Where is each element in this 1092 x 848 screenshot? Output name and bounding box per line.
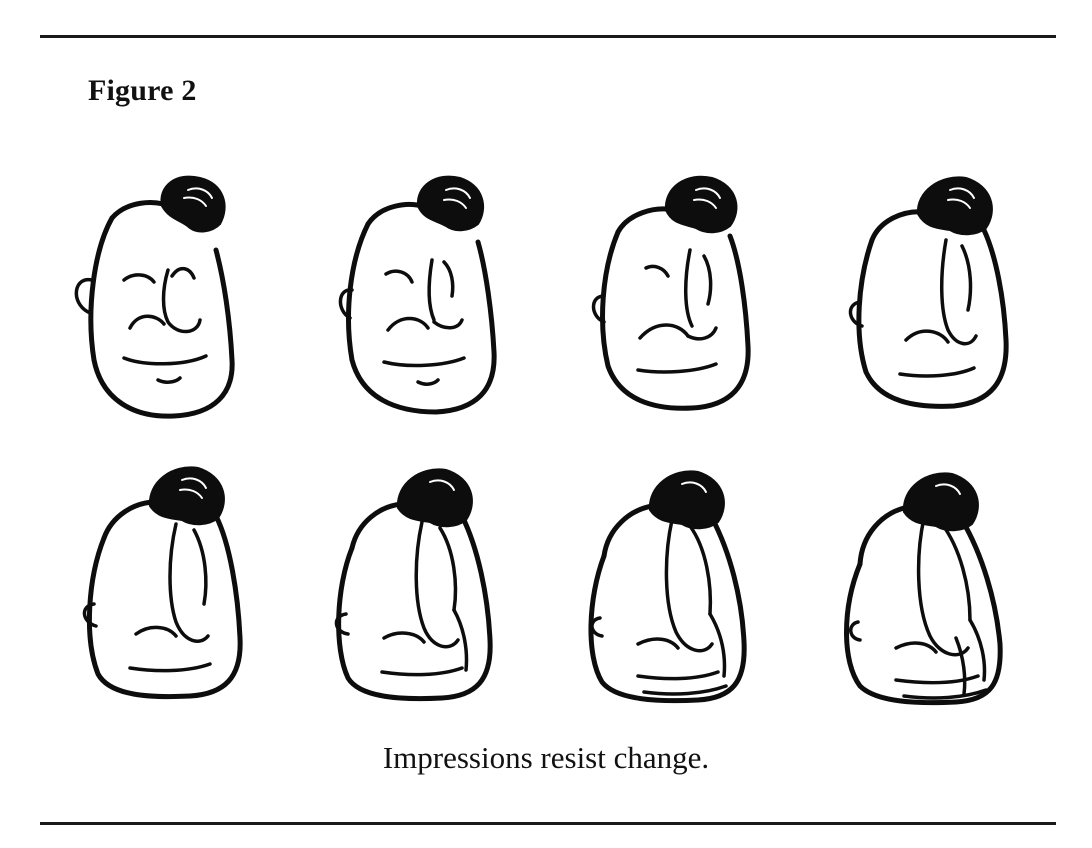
sketch-7 bbox=[591, 471, 744, 700]
sketch-3 bbox=[594, 177, 749, 409]
sketch-4 bbox=[850, 177, 1006, 406]
bottom-rule bbox=[40, 822, 1056, 825]
figure-caption: Impressions resist change. bbox=[382, 740, 710, 775]
figure-label: Figure 2 bbox=[88, 74, 197, 107]
sketch-6 bbox=[336, 469, 490, 698]
sketch-2 bbox=[340, 177, 494, 412]
sketch-8 bbox=[847, 473, 1001, 702]
top-rule bbox=[40, 35, 1056, 38]
sketch-5 bbox=[84, 467, 240, 696]
sketch-1 bbox=[76, 177, 232, 417]
